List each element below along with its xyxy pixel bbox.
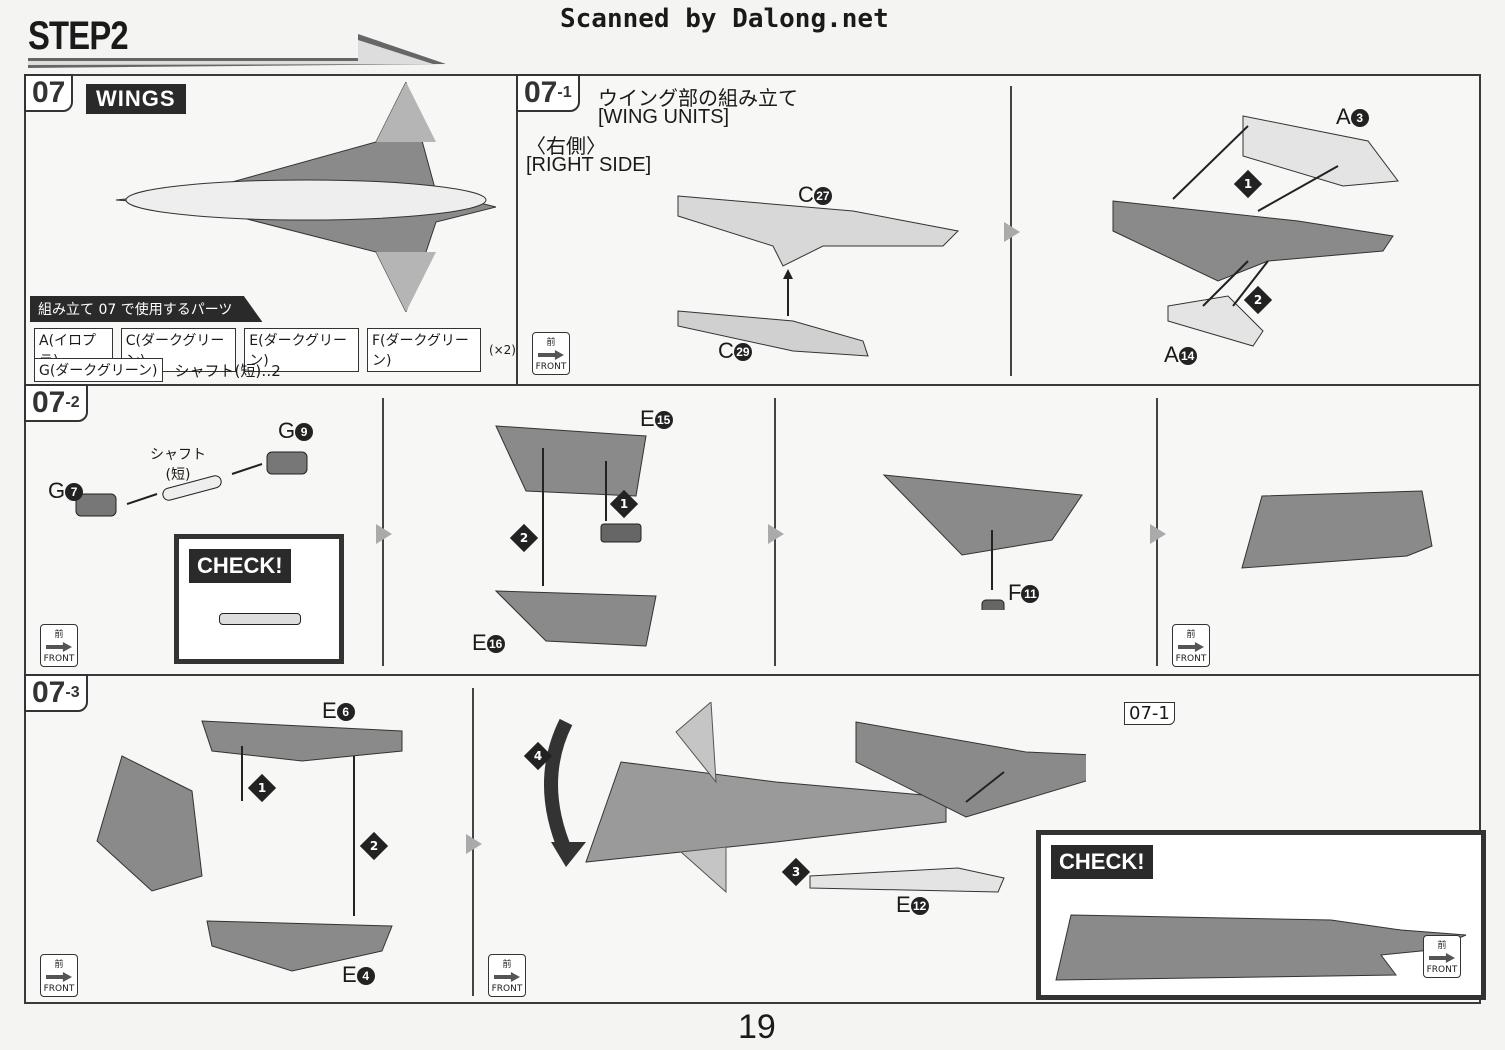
- scan-credit: Scanned by Dalong.net: [560, 4, 889, 34]
- panel-07: 07 WINGS 組み立て 07 で使用するパーツ A(イロプラ) C(ダークグ…: [24, 74, 518, 386]
- part-g: G(ダークグリーン): [34, 358, 163, 382]
- g7-g9-shaft: [75, 451, 308, 517]
- e4-e6-assembly: [96, 720, 403, 972]
- right-side-jp: 〈右側〉: [526, 136, 606, 158]
- step-1-marker: 1: [1233, 169, 1263, 199]
- a3-a14-assembly: [1112, 115, 1399, 347]
- step-2-marker: 2: [1243, 285, 1273, 315]
- panel-07-3-number: 07-3: [24, 674, 88, 712]
- right-side-en: [RIGHT SIDE]: [526, 154, 652, 176]
- shaft-check-illustration: [219, 613, 301, 625]
- next-arrow: [466, 834, 482, 854]
- ref-07-1: 07-1: [1124, 702, 1175, 725]
- panel-07-1: 07-1 ウイング部の組み立て [WING UNITS] 〈右側〉 [RIGHT…: [516, 74, 1481, 386]
- part-f: F(ダークグリーン): [366, 328, 481, 372]
- panel-07-1-number: 07-1: [516, 74, 580, 112]
- next-arrow: [376, 524, 392, 544]
- step-3-marker: 3: [781, 857, 811, 887]
- check-label: CHECK!: [1051, 845, 1153, 879]
- wing-units-title-jp: ウイング部の組み立て: [598, 88, 798, 110]
- step-2-marker: 2: [359, 831, 389, 861]
- step-4-marker: 4: [523, 741, 553, 771]
- panel-07-number: 07: [24, 74, 74, 112]
- step-arrow: [28, 34, 446, 68]
- wing-join-assembly: [544, 702, 1086, 894]
- part-multiplier: (×2): [488, 343, 516, 357]
- wing-completed: [1241, 490, 1433, 569]
- e15-e16-assembly: [494, 425, 657, 647]
- step-1-marker: 1: [247, 773, 277, 803]
- final-wing-check: [1055, 914, 1467, 981]
- e12-part: [809, 867, 1005, 893]
- check-box-07-2: CHECK!: [174, 534, 344, 664]
- part-e: E(ダークグリーン): [244, 328, 359, 372]
- panel-07-2-number: 07-2: [24, 384, 88, 422]
- part-shaft: シャフト(短)‥2: [174, 361, 281, 380]
- parts-heading: 組み立て 07 で使用するパーツ: [30, 296, 263, 322]
- check-label: CHECK!: [189, 549, 291, 583]
- shaft-label: シャフト(短): [150, 447, 206, 483]
- step-2-marker: 2: [509, 523, 539, 553]
- f11-assembly: [882, 474, 1083, 610]
- wings-title: WINGS: [86, 84, 186, 114]
- step-title: STEP2: [28, 14, 129, 58]
- step-1-marker: 1: [609, 489, 639, 519]
- c27-c29-assembly: [677, 195, 960, 357]
- next-arrow: [1150, 524, 1166, 544]
- parts-list: A(イロプラ) C(ダークグリーン) E(ダークグリーン) F(ダークグリーン)…: [34, 328, 516, 372]
- next-arrow: [1004, 222, 1020, 242]
- page-number: 19: [738, 1008, 776, 1046]
- wing-units-title-en: [WING UNITS]: [598, 106, 730, 128]
- aircraft-illustration: [115, 82, 496, 312]
- parts-list-2: G(ダークグリーン) シャフト(短)‥2: [34, 358, 281, 382]
- next-arrow: [768, 524, 784, 544]
